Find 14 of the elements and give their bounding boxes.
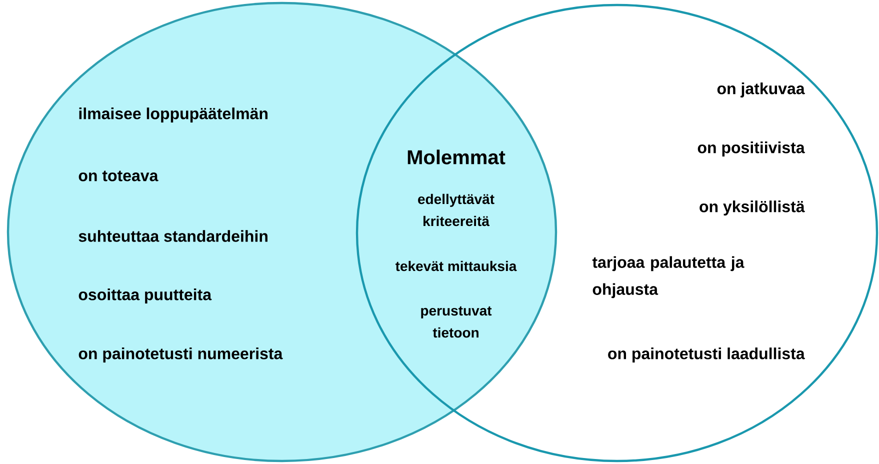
heading: Molemmat [408, 150, 506, 164]
shared-item: edellyttävät kriteereitä [418, 194, 494, 226]
list-item: on painotetusti laadullista [608, 348, 805, 362]
list-item: on yksilöllistä [700, 200, 805, 216]
list-item: suhteuttaa standardeihin [78, 230, 268, 242]
shared-item: tekevät mittauksia [395, 260, 517, 272]
list-item: tarjoaa palautetta ja ohjausta [592, 256, 744, 298]
list-item: on positiivista [698, 142, 805, 156]
list-item: on toteava [78, 170, 158, 182]
list-item: on jatkuvaa [717, 82, 805, 98]
list-item: on painotetusti numeerista [78, 348, 283, 362]
list-item: ilmaisee loppupäätelmän [79, 108, 268, 122]
shared-item: perustuvat tietoon [421, 306, 492, 338]
list-item: osoittaa puutteita [78, 288, 212, 304]
